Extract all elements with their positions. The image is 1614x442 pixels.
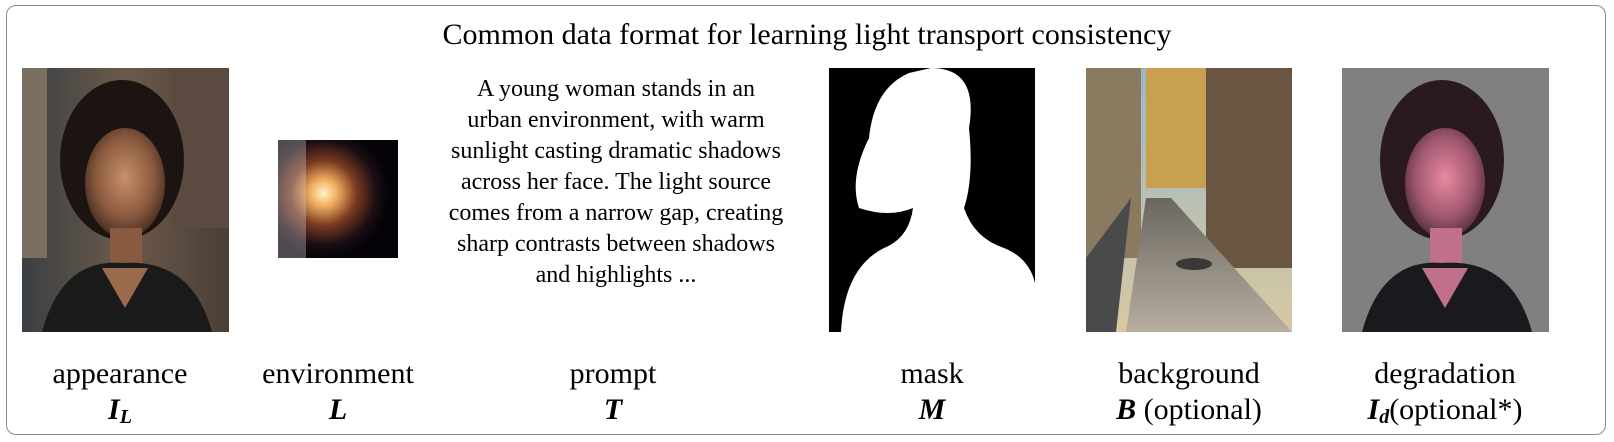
label-name: mask	[900, 357, 964, 390]
label-name: appearance	[52, 357, 188, 390]
label-symbol: M	[918, 393, 946, 426]
label-environment: environment L	[238, 356, 438, 428]
label-name: background	[1118, 357, 1260, 390]
figure-frame	[6, 5, 1606, 435]
mask-image	[829, 68, 1035, 332]
background-image	[1086, 68, 1292, 332]
label-degradation: degradation Id(optional*)	[1335, 356, 1555, 435]
label-name: degradation	[1374, 357, 1516, 390]
label-name: prompt	[569, 357, 657, 390]
prompt-text: A young woman stands in an urban environ…	[448, 76, 784, 288]
label-background: background B (optional)	[1079, 356, 1299, 428]
appearance-image	[22, 68, 229, 332]
label-name: environment	[262, 357, 414, 390]
label-prompt: prompt T	[513, 356, 713, 428]
label-symbol: Id(optional*)	[1367, 393, 1523, 428]
environment-map-image	[278, 140, 398, 258]
label-mask: mask M	[832, 356, 1032, 428]
label-symbol: L	[328, 393, 348, 426]
label-symbol: B (optional)	[1116, 393, 1262, 426]
label-appearance: appearance IL	[20, 356, 220, 435]
figure-title: Common data format for learning light tr…	[442, 18, 1172, 51]
label-symbol: IL	[108, 393, 132, 428]
degradation-image	[1342, 68, 1549, 332]
label-symbol: T	[603, 393, 623, 426]
